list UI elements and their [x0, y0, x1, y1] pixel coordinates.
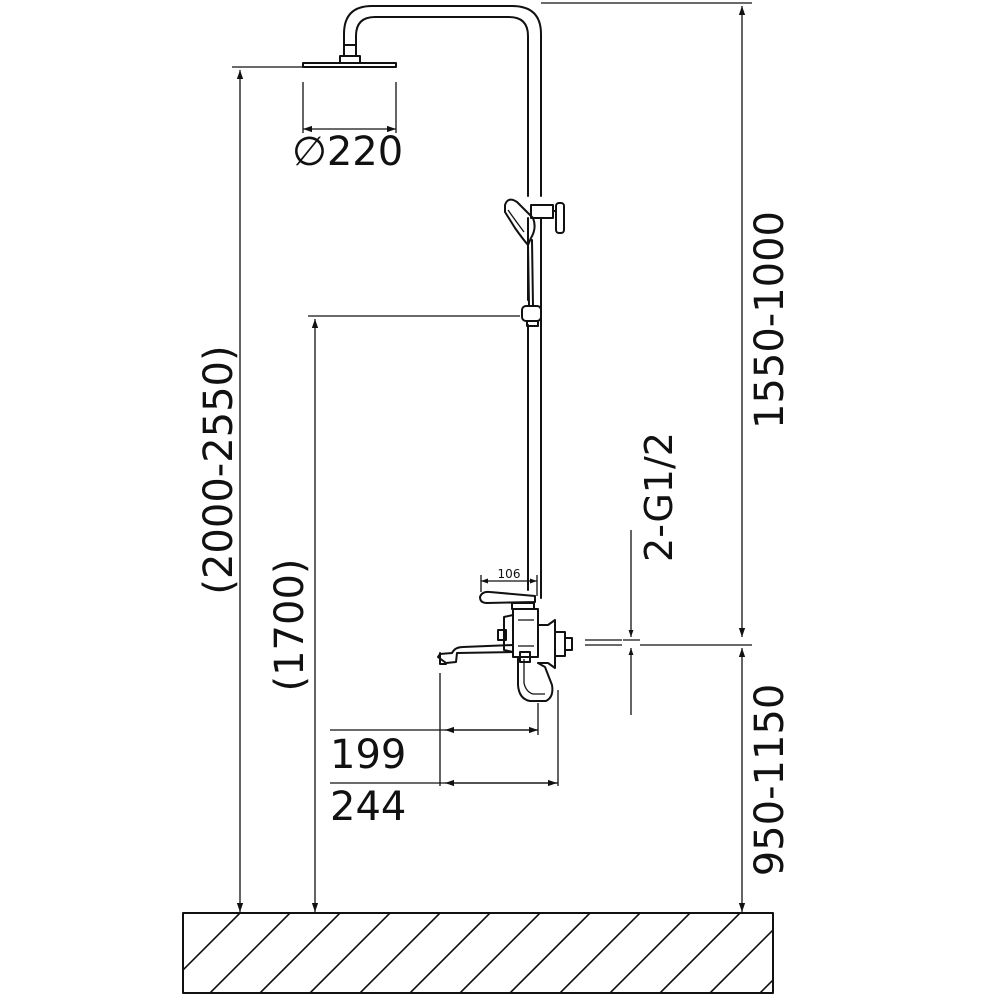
spout-reach-dimension: 199 244 — [330, 673, 559, 830]
diameter-symbol: ∅ — [292, 129, 327, 175]
hatch-line — [810, 913, 890, 993]
bath-mixer — [437, 590, 573, 702]
svg-text:∅220: ∅220 — [292, 129, 403, 175]
wall-inlet-symbol — [585, 639, 640, 646]
total-height-dimension: (2000-2550) — [196, 66, 303, 912]
rail-height-dimension: (1700) — [267, 315, 520, 912]
hatch-line — [183, 913, 241, 972]
hatch-line — [509, 913, 591, 993]
column-height-dimension: 1550-1000 — [541, 2, 793, 637]
rail-height-label: (1700) — [267, 558, 313, 691]
inlet-thread-dimension: 2-G1/2 — [628, 432, 681, 715]
hatch-line — [409, 913, 491, 993]
spout-reach-long-label: 244 — [330, 784, 406, 830]
handle-length-dimension: 106 — [480, 567, 538, 596]
hand-shower — [504, 198, 542, 327]
overhead-shower-head — [302, 44, 397, 68]
hatch-line — [459, 913, 541, 993]
hatch-line — [709, 928, 773, 993]
hatch-line — [309, 913, 391, 993]
hatch-line — [559, 913, 641, 993]
inlet-height-dimension: 950-1150 — [640, 644, 793, 912]
handle-length-label: 106 — [498, 567, 521, 581]
spout-reach-short-label: 199 — [330, 732, 406, 778]
inlet-thread-label: 2-G1/2 — [637, 432, 681, 562]
total-height-label: (2000-2550) — [196, 345, 242, 594]
hatch-line — [209, 913, 291, 993]
head-diameter-dimension: ∅220 — [292, 82, 403, 175]
floor-hatch — [182, 912, 890, 994]
shower-column — [343, 5, 565, 599]
hatch-line — [359, 913, 441, 993]
column-height-label: 1550-1000 — [747, 211, 793, 429]
hatch-line — [609, 913, 691, 993]
hatch-line — [259, 913, 341, 993]
hatch-line — [659, 913, 741, 993]
inlet-height-label: 950-1150 — [747, 684, 793, 877]
diameter-value: 220 — [327, 129, 403, 175]
